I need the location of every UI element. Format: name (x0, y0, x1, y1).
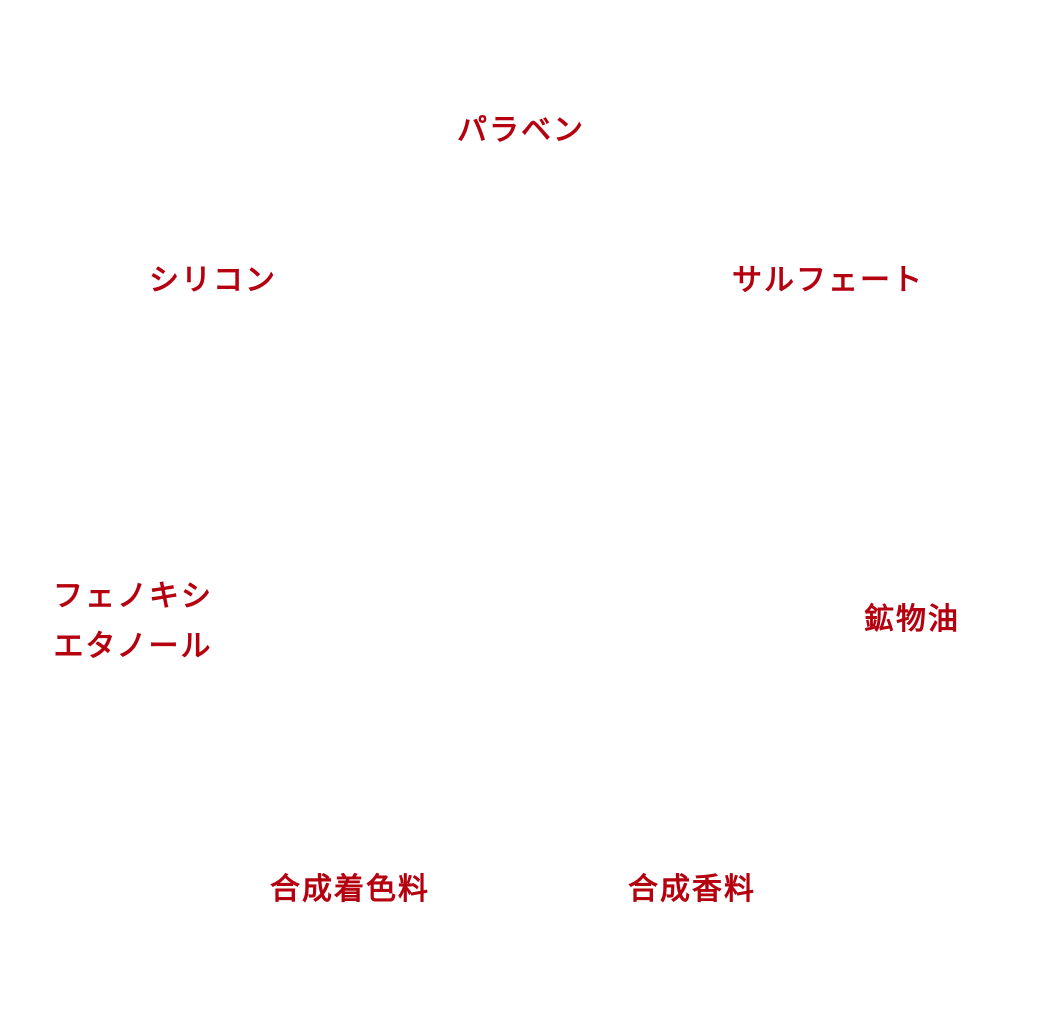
label-paraben: パラベン (457, 113, 585, 148)
label-silicone: シリコン (149, 263, 277, 298)
label-phenoxyethanol-line1: フェノキシ (53, 579, 213, 614)
label-phenoxyethanol: フェノキシ エタノール (53, 572, 213, 672)
label-synthetic-fragrance: 合成香料 (628, 872, 756, 907)
label-phenoxyethanol-line2: エタノール (53, 629, 213, 664)
label-mineral-oil: 鉱物油 (864, 602, 960, 637)
label-sulfate: サルフェート (732, 263, 924, 298)
label-synthetic-colorant: 合成着色料 (270, 872, 430, 907)
